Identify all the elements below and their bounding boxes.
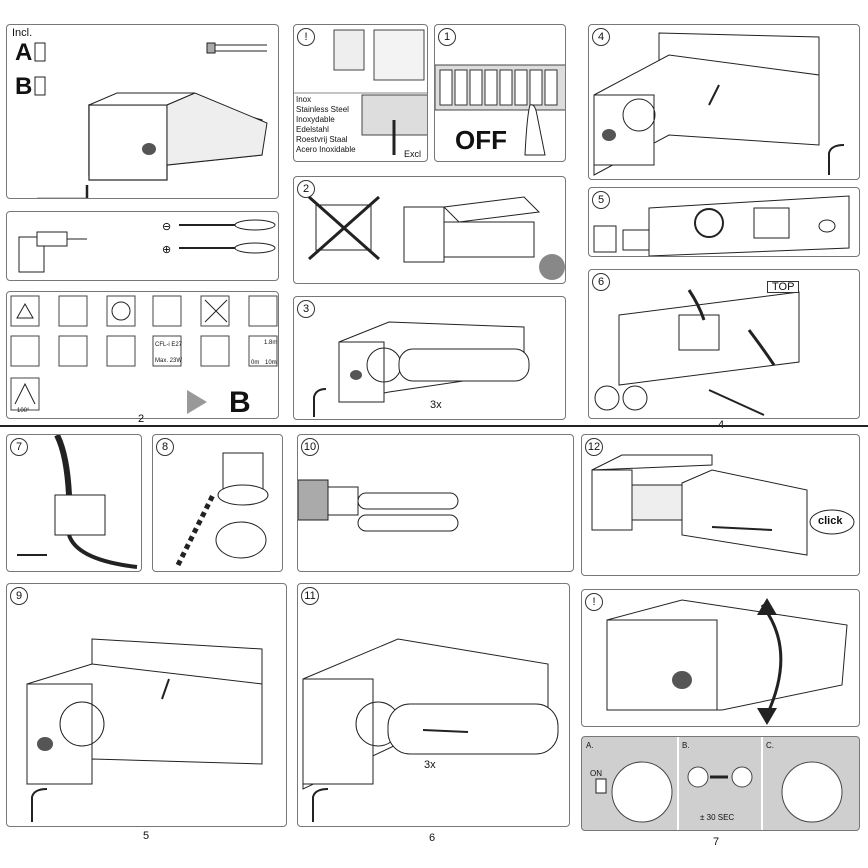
arrow-right-icon bbox=[187, 390, 207, 414]
step-number: 1 bbox=[438, 28, 456, 46]
bulb-screw-illustration bbox=[298, 479, 459, 532]
step-number: 6 bbox=[592, 273, 610, 291]
top-label: TOP bbox=[767, 281, 800, 293]
panel-sensor-test: A. B. C. ON ± 30 SEC bbox=[581, 736, 860, 831]
lamp-box-illustration bbox=[34, 42, 268, 198]
screw-illustration bbox=[294, 29, 427, 155]
panel-step-3: 3 3x bbox=[293, 296, 566, 420]
panel-step-9: 9 bbox=[6, 583, 287, 827]
open-cover-illustration bbox=[308, 195, 565, 280]
step-number: 8 bbox=[156, 438, 174, 456]
page-divider bbox=[0, 425, 868, 427]
panel-symbols: CFL-i E27 Max. 23W 1.8m 0m 10m 100° B bbox=[6, 291, 279, 419]
page-number-2: 2 bbox=[138, 413, 145, 425]
panel-adjust-warning: ! bbox=[581, 589, 860, 727]
panel-step-4: 4 bbox=[588, 24, 860, 180]
letter-b: B bbox=[15, 73, 33, 100]
panel-step-8: 8 bbox=[152, 434, 283, 572]
material-5: Acero Inoxidable bbox=[296, 145, 356, 154]
material-1: Stainless Steel bbox=[296, 105, 349, 114]
mount-illustration bbox=[593, 32, 845, 176]
panel-step-7: 7 bbox=[6, 434, 142, 572]
panel-step-12: 12 click bbox=[581, 434, 860, 576]
terminal-block-illustration bbox=[17, 435, 138, 569]
sensor-illustration bbox=[595, 737, 843, 830]
page-number-5: 5 bbox=[143, 830, 150, 842]
letter-a: A bbox=[15, 39, 33, 66]
step-number: 9 bbox=[10, 587, 28, 605]
page-number-7: 7 bbox=[713, 836, 720, 848]
wiring-plate-illustration bbox=[594, 289, 800, 416]
panel-step-6: 6 TOP bbox=[588, 269, 860, 419]
symbols-grid bbox=[10, 295, 278, 411]
material-0: Inox bbox=[296, 95, 312, 104]
angle-label: 100° bbox=[17, 408, 30, 414]
gland-connector-illustration bbox=[175, 452, 269, 567]
tilt-illustration bbox=[606, 598, 848, 725]
incl-label: Incl. bbox=[12, 27, 33, 39]
bulb-remove-illustration bbox=[302, 638, 559, 822]
step-number: 4 bbox=[592, 28, 610, 46]
panel-step-2: 2 bbox=[293, 176, 566, 284]
panel-step-11: 11 3x bbox=[297, 583, 570, 827]
panel-tools: ⊖ ⊕ bbox=[6, 211, 279, 281]
excl-label: Excl bbox=[404, 149, 422, 159]
timer-label: ± 30 SEC bbox=[700, 813, 735, 822]
panel-included-parts: Incl. A B bbox=[6, 24, 279, 199]
svg-text:⊖: ⊖ bbox=[162, 221, 171, 233]
max-label: Max. 23W bbox=[155, 358, 183, 364]
materials-list: Inox Stainless Steel Inoxydable Edelstah… bbox=[296, 95, 356, 155]
panel-step-10: 10 bbox=[297, 434, 574, 572]
sensor-c-label: C. bbox=[766, 741, 774, 750]
dist-near-label: 1.8m bbox=[264, 340, 278, 346]
panel-material-warning: ! Inox Stainless Steel Inoxydable Edelst… bbox=[293, 24, 428, 162]
breaker-illustration bbox=[435, 64, 565, 156]
material-3: Edelstahl bbox=[296, 125, 329, 134]
warning-icon: ! bbox=[585, 593, 603, 611]
cover-close-illustration bbox=[591, 454, 855, 556]
sensor-a-label: A. bbox=[586, 741, 594, 750]
tools-illustration: ⊖ ⊕ bbox=[18, 219, 276, 273]
off-label: OFF bbox=[455, 125, 507, 155]
page-number-6: 6 bbox=[429, 832, 436, 844]
cfl-label: CFL-i E27 bbox=[155, 342, 183, 348]
screw-count-label: 3x bbox=[430, 399, 442, 411]
warning-icon: ! bbox=[297, 28, 315, 46]
step-number: 2 bbox=[297, 180, 315, 198]
step-number: 3 bbox=[297, 300, 315, 318]
step-number: 5 bbox=[592, 191, 610, 209]
step-number: 12 bbox=[585, 438, 603, 456]
sensor-b-label: B. bbox=[682, 741, 690, 750]
step-number: 10 bbox=[301, 438, 319, 456]
dist-0-label: 0m bbox=[251, 360, 260, 366]
dist-10-label: 10m bbox=[265, 360, 277, 366]
screw-count-label: 3x bbox=[424, 759, 436, 771]
material-4: Roestvrij Staal bbox=[296, 135, 348, 144]
bulb-install-illustration bbox=[313, 321, 530, 417]
cable-gland-illustration bbox=[593, 195, 850, 256]
svg-text:⊕: ⊕ bbox=[162, 244, 171, 256]
mount-box-illustration bbox=[26, 638, 263, 822]
material-2: Inoxydable bbox=[296, 115, 335, 124]
panel-step-5: 5 bbox=[588, 187, 860, 257]
on-label: ON bbox=[590, 769, 602, 778]
panel-step-1: 1 OFF bbox=[434, 24, 566, 162]
step-number: 7 bbox=[10, 438, 28, 456]
next-letter-b: B bbox=[229, 386, 251, 419]
click-label: click bbox=[818, 515, 843, 527]
step-number: 11 bbox=[301, 587, 319, 605]
